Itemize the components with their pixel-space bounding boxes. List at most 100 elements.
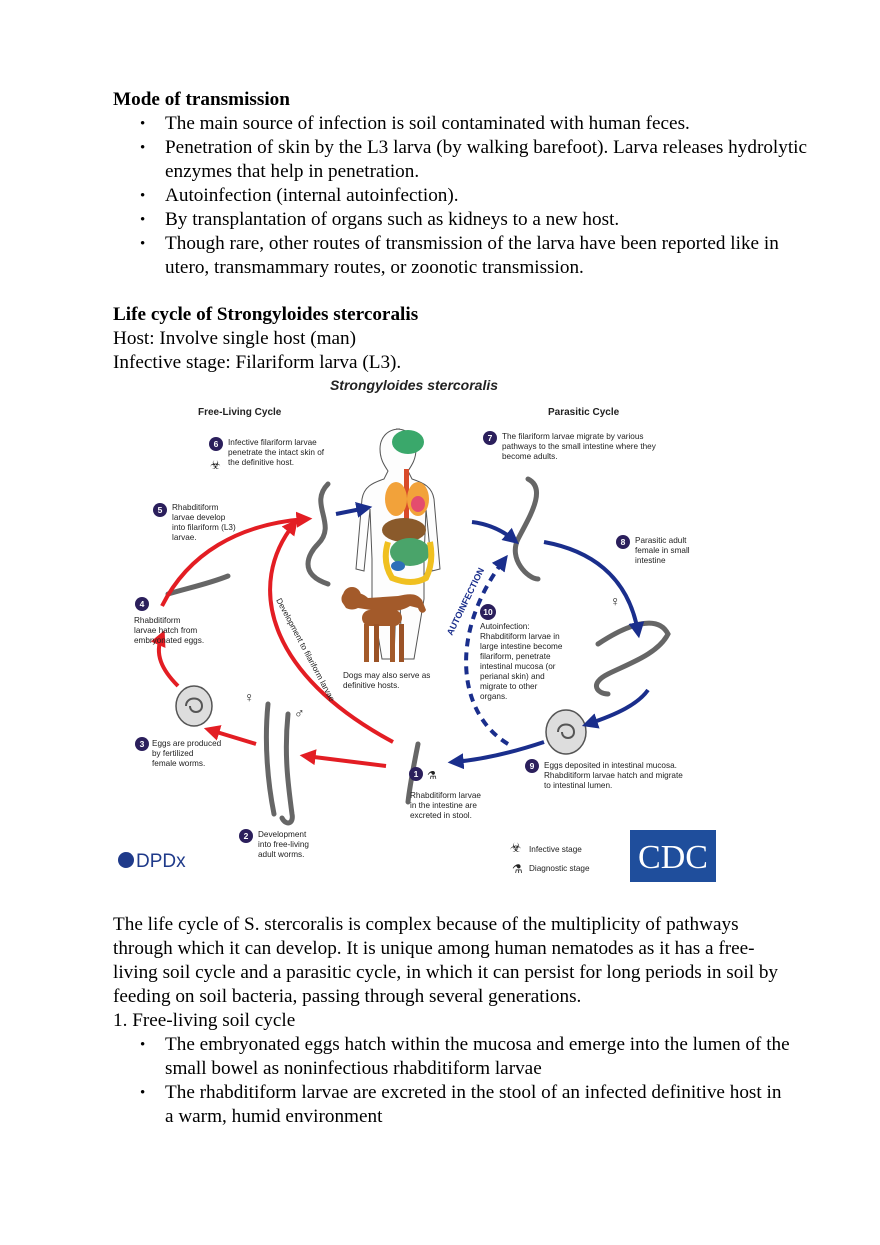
svg-text:8: 8 (621, 537, 626, 547)
step-7-label: 7 The filariform larvae migrate by vario… (483, 431, 657, 461)
life-cycle-diagram: Strongyloides stercoralis Free-Living Cy… (118, 374, 728, 889)
svg-text:Rhabditiform larvae in: Rhabditiform larvae in (480, 632, 560, 641)
svg-text:larvae hatch from: larvae hatch from (134, 626, 197, 635)
svg-text:Infective filariform larvae: Infective filariform larvae (228, 438, 317, 447)
step-10-label: 10 Autoinfection: Rhabditiform larvae in… (480, 604, 563, 701)
svg-text:6: 6 (214, 439, 219, 449)
list-item: Though rare, other routes of transmissio… (113, 232, 813, 280)
svg-text:The filariform larvae migrate: The filariform larvae migrate by various (502, 432, 644, 441)
parasitic-arrows (335, 502, 650, 770)
step-2-label: 2 Development into free-living adult wor… (239, 829, 309, 859)
svg-text:Autoinfection:: Autoinfection: (480, 622, 530, 631)
svg-text:Rhabditiform: Rhabditiform (134, 616, 181, 625)
arrow-7-to-8 (543, 540, 645, 639)
svg-text:CDC: CDC (638, 839, 708, 876)
svg-text:10: 10 (483, 607, 493, 617)
female-symbol-parasitic: ♀ (610, 593, 621, 609)
svg-text:into filariform (L3): into filariform (L3) (172, 523, 236, 532)
arrow-body-to-7 (471, 520, 519, 545)
free-living-cycle-label: Free-Living Cycle (198, 407, 282, 418)
development-label: Development to filariform larvae (274, 597, 336, 704)
svg-text:embryonated eggs.: embryonated eggs. (134, 636, 204, 645)
svg-text:Rhabditiform larvae: Rhabditiform larvae (410, 791, 481, 800)
arrow-2-to-3 (203, 725, 257, 746)
list-item: Penetration of skin by the L3 larva (by … (113, 136, 813, 184)
arrow-development-to-filariform (268, 518, 394, 744)
svg-text:become adults.: become adults. (502, 452, 558, 461)
list-item: Autoinfection (internal autoinfection). (113, 184, 813, 208)
infective-stage-line: Infective stage: Filariform larva (L3). (113, 352, 402, 373)
host-line: Host: Involve single host (man) (113, 328, 357, 349)
svg-text:penetrate the intact skin of: penetrate the intact skin of (228, 448, 325, 457)
list-item: The embryonated eggs hatch within the mu… (113, 1033, 793, 1081)
figure-legend: ☣ Infective stage ⚗ Diagnostic stage (510, 840, 590, 876)
svg-text:female worms.: female worms. (152, 759, 205, 768)
life-cycle-description: The life cycle of S. stercoralis is comp… (113, 913, 793, 1129)
svg-text:the definitive host.: the definitive host. (228, 458, 294, 467)
mode-of-transmission-heading: Mode of transmission (113, 89, 290, 110)
biohazard-icon: ☣ (210, 458, 221, 472)
legend-infective: Infective stage (529, 845, 582, 854)
svg-text:into free-living: into free-living (258, 840, 309, 849)
step-3-label: 3 Eggs are produced by fertilized female… (135, 737, 222, 768)
svg-text:3: 3 (140, 739, 145, 749)
svg-text:4: 4 (140, 599, 145, 609)
svg-text:Rhabditiform: Rhabditiform (172, 503, 219, 512)
arrow-1-to-2 (299, 749, 387, 768)
svg-text:intestine: intestine (635, 556, 666, 565)
microscope-icon: ⚗ (512, 862, 523, 876)
svg-text:in the intestine are: in the intestine are (410, 801, 477, 810)
dog-note-line-1: Dogs may also serve as (343, 671, 430, 680)
svg-text:migrate to other: migrate to other (480, 682, 538, 691)
brain-shape (392, 430, 424, 454)
filariform-larva-7 (513, 476, 541, 582)
step-8-label: 8 Parasitic adult female in small intest… (616, 535, 690, 565)
list-item: The main source of infection is soil con… (113, 112, 813, 136)
list-item: The rhabditiform larvae are excreted in … (113, 1081, 793, 1129)
svg-text:Eggs deposited in intestinal m: Eggs deposited in intestinal mucosa. (544, 761, 677, 770)
dog-illustration (341, 587, 426, 662)
arrow-9-to-1 (447, 740, 545, 770)
svg-text:pathways to the small intestin: pathways to the small intestine where th… (502, 442, 657, 451)
free-living-female (263, 701, 277, 817)
parasitic-adult-female (594, 620, 671, 697)
svg-text:larvae develop: larvae develop (172, 513, 226, 522)
free-living-arrows (150, 511, 394, 768)
free-living-list: The embryonated eggs hatch within the mu… (113, 1033, 793, 1129)
arrow-6-to-body (335, 502, 373, 518)
svg-text:1: 1 (414, 769, 419, 779)
arrow-3-to-4 (150, 630, 180, 688)
svg-text:5: 5 (158, 505, 163, 515)
dog-note-line-2: definitive hosts. (343, 681, 399, 690)
arrow-8-to-9 (581, 688, 650, 729)
dpdx-logo: DPDx (118, 851, 186, 872)
step-9-label: 9 Eggs deposited in intestinal mucosa. R… (525, 759, 683, 790)
svg-text:Development: Development (258, 830, 307, 839)
transmission-list: The main source of infection is soil con… (113, 112, 813, 280)
svg-text:Parasitic adult: Parasitic adult (635, 536, 687, 545)
description-paragraph: The life cycle of S. stercoralis is comp… (113, 914, 779, 1007)
egg-left (175, 685, 213, 727)
list-item: By transplantation of organs such as kid… (113, 208, 813, 232)
svg-text:large intestine become: large intestine become (480, 642, 563, 651)
step-4-label: 4 Rhabditiform larvae hatch from embryon… (134, 597, 204, 645)
figure-title: Strongyloides stercoralis (330, 377, 498, 393)
svg-text:7: 7 (488, 433, 493, 443)
free-living-subheading: 1. Free-living soil cycle (113, 1010, 296, 1031)
biohazard-icon: ☣ (510, 840, 522, 855)
svg-text:DPDx: DPDx (136, 851, 186, 872)
step-1-label: 1 ⚗ Rhabditiform larvae in the intestine… (409, 767, 481, 820)
mode-of-transmission-section: Mode of transmission The main source of … (113, 88, 813, 280)
female-symbol: ♀ (244, 689, 255, 705)
autoinfection-arrow (464, 554, 510, 746)
svg-text:2: 2 (244, 831, 249, 841)
life-cycle-heading: Life cycle of Strongyloides stercoralis (113, 304, 419, 325)
free-living-male (279, 711, 295, 826)
svg-text:9: 9 (530, 761, 535, 771)
svg-text:intestinal mucosa (or: intestinal mucosa (or (480, 662, 556, 671)
svg-text:perianal skin) and: perianal skin) and (480, 672, 545, 681)
svg-text:to intestinal lumen.: to intestinal lumen. (544, 781, 612, 790)
filariform-larva-6 (305, 481, 331, 587)
parasitic-cycle-label: Parasitic Cycle (548, 407, 620, 418)
